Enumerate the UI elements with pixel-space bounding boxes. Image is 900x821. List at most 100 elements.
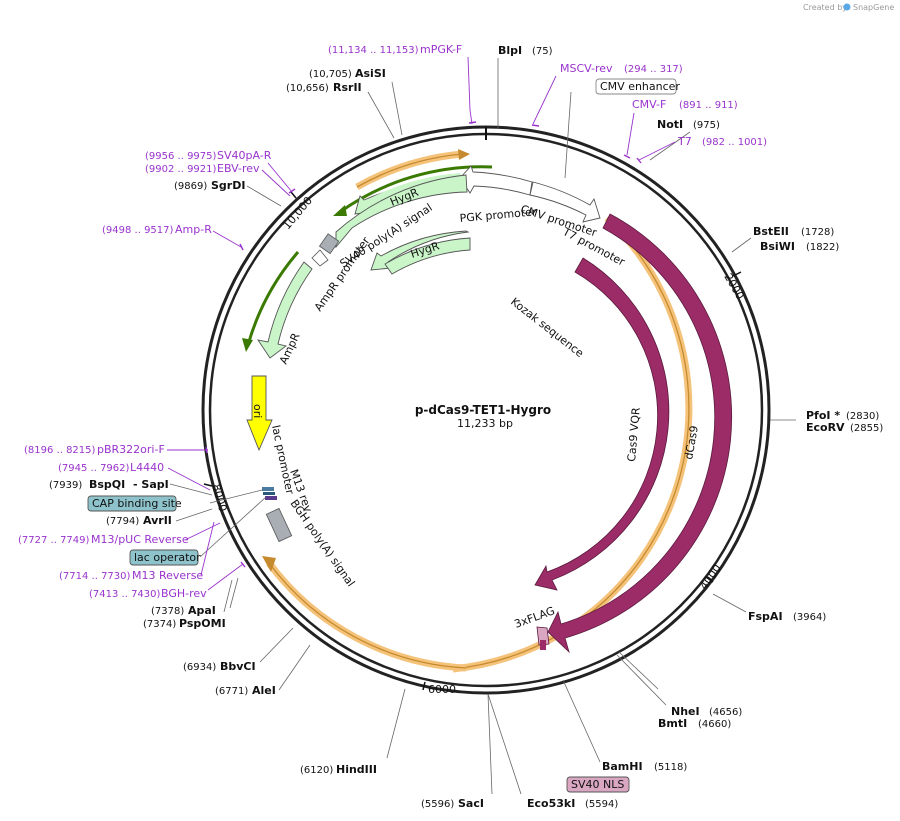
hygr-inner-arrow[interactable] bbox=[370, 230, 470, 271]
svg-text:(891 .. 911): (891 .. 911) bbox=[679, 100, 738, 111]
site-alei[interactable]: AleI bbox=[252, 684, 276, 697]
site-fspai[interactable]: FspAI bbox=[748, 610, 783, 623]
site-hindiii[interactable]: HindIII bbox=[336, 763, 377, 776]
svg-text:(5596): (5596) bbox=[421, 799, 454, 810]
site-saci[interactable]: SacI bbox=[458, 797, 484, 810]
tick-4000: 4000 bbox=[697, 562, 724, 592]
pgk-promoter-arrow[interactable] bbox=[459, 165, 533, 196]
orf-arc-cas9-line bbox=[452, 217, 690, 670]
svg-text:CMV enhancer: CMV enhancer bbox=[600, 80, 680, 93]
svg-text:(3964): (3964) bbox=[793, 612, 826, 623]
svg-text:(9498 .. 9517): (9498 .. 9517) bbox=[102, 225, 174, 236]
site-nhei[interactable]: NheI bbox=[671, 705, 700, 718]
ori-arrow[interactable] bbox=[246, 375, 273, 452]
svg-text:(6120): (6120) bbox=[300, 765, 333, 776]
tick-8000: 8000 bbox=[210, 483, 230, 513]
svg-text:(9902 .. 9921): (9902 .. 9921) bbox=[145, 164, 217, 175]
primer-mpgk-f[interactable]: mPGK-F bbox=[420, 43, 462, 56]
svg-text:(7794): (7794) bbox=[106, 516, 139, 527]
dcas9-arrow[interactable] bbox=[547, 213, 733, 654]
site-rsrii[interactable]: RsrII bbox=[333, 81, 362, 94]
site-pspomi[interactable]: PspOMI bbox=[179, 617, 226, 630]
site-noti[interactable]: NotI bbox=[657, 118, 683, 131]
primer-m13-reverse[interactable]: M13 Reverse bbox=[132, 569, 203, 582]
site-bspqi[interactable]: BspQI bbox=[89, 478, 125, 491]
site-eco53ki[interactable]: Eco53kI bbox=[527, 797, 575, 810]
primer-sv40pa-r[interactable]: SV40pA-R bbox=[217, 149, 272, 162]
svg-text:(6934): (6934) bbox=[183, 662, 216, 673]
bgh-polya-box[interactable] bbox=[265, 507, 293, 543]
svg-text:(7374): (7374) bbox=[143, 619, 176, 630]
site-bsteii[interactable]: BstEII bbox=[753, 225, 789, 238]
primer-pbr322ori-f[interactable]: pBR322ori-F bbox=[97, 443, 165, 456]
ampr-promoter-arrow[interactable] bbox=[311, 249, 329, 267]
credit-brand: SnapGene bbox=[853, 3, 894, 12]
site-bbvci[interactable]: BbvCI bbox=[220, 660, 256, 673]
label-kozak: Kozak sequence bbox=[508, 295, 586, 360]
orf-arc-lower bbox=[266, 560, 467, 672]
sv40-polya-box[interactable] bbox=[318, 233, 340, 255]
site-ecorv[interactable]: EcoRV bbox=[806, 421, 845, 434]
svg-text:(7945 .. 7962): (7945 .. 7962) bbox=[58, 463, 130, 474]
sv40-nls-mark bbox=[540, 640, 546, 650]
box-cap-site[interactable] bbox=[87, 495, 177, 512]
svg-text:(1822): (1822) bbox=[806, 242, 839, 253]
cmv-promoter-arrow[interactable] bbox=[529, 181, 601, 223]
site-sgrdi[interactable]: SgrDI bbox=[211, 179, 245, 192]
box-cmv-enhancer[interactable] bbox=[595, 78, 677, 95]
svg-text:(7413 .. 7430): (7413 .. 7430) bbox=[89, 589, 161, 600]
label-bgh-polya: BGH poly(A) signal bbox=[288, 497, 358, 589]
primer-m13-puc-reverse[interactable]: M13/pUC Reverse bbox=[91, 533, 189, 546]
svg-text:(1728): (1728) bbox=[801, 227, 834, 238]
tick-2000: 2000 bbox=[721, 271, 746, 302]
primer-bgh-rev[interactable]: BGH-rev bbox=[161, 587, 207, 600]
label-flag: 3xFLAG bbox=[513, 604, 557, 631]
svg-text:(9869): (9869) bbox=[174, 181, 207, 192]
orf-ampr-line bbox=[246, 251, 300, 346]
orf-top-arrowhead bbox=[458, 149, 470, 160]
site-bamhi[interactable]: BamHI bbox=[602, 760, 643, 773]
box-sv40-nls[interactable] bbox=[566, 776, 630, 793]
plasmid-size: 11,233 bp bbox=[457, 417, 513, 430]
svg-text:lac operator: lac operator bbox=[134, 551, 201, 564]
primer-amp-r[interactable]: Amp-R bbox=[175, 223, 212, 236]
svg-text:(2830): (2830) bbox=[846, 411, 879, 422]
svg-text:(7727 .. 7749): (7727 .. 7749) bbox=[18, 535, 90, 546]
lac-promoter-mark bbox=[262, 487, 274, 491]
primer-mscv-rev[interactable]: MSCV-rev bbox=[560, 62, 613, 75]
site-sapi[interactable]: - SapI bbox=[133, 478, 169, 491]
svg-text:SV40 NLS: SV40 NLS bbox=[571, 778, 624, 791]
svg-text:(75): (75) bbox=[532, 46, 553, 57]
label-cas9-vqr: Cas9 VQR bbox=[625, 407, 643, 463]
ampr-arrow[interactable] bbox=[257, 261, 313, 359]
svg-text:(5594): (5594) bbox=[585, 799, 618, 810]
label-dcas9: dCas9 bbox=[682, 425, 701, 461]
site-bmti[interactable]: BmtI bbox=[658, 717, 687, 730]
svg-text:(7939): (7939) bbox=[49, 480, 82, 491]
site-avrii[interactable]: AvrII bbox=[143, 514, 172, 527]
orf-lower-arrowhead bbox=[262, 556, 276, 572]
tick-6000: 6000 bbox=[428, 683, 456, 696]
cas9-vqr-arrow[interactable] bbox=[534, 257, 670, 591]
credit-prefix: Created by bbox=[803, 3, 847, 12]
site-pfoi[interactable]: PfoI * bbox=[806, 409, 840, 422]
svg-text:(7378): (7378) bbox=[151, 606, 184, 617]
site-asisi[interactable]: AsiSI bbox=[355, 67, 386, 80]
site-bsiwi[interactable]: BsiWI bbox=[760, 240, 795, 253]
svg-text:(11,134 .. 11,153): (11,134 .. 11,153) bbox=[328, 45, 419, 56]
svg-text:(294 .. 317): (294 .. 317) bbox=[624, 64, 683, 75]
svg-text:(7714 .. 7730): (7714 .. 7730) bbox=[59, 571, 131, 582]
label-ori: ori bbox=[251, 404, 264, 418]
svg-text:(9956 .. 9975): (9956 .. 9975) bbox=[145, 151, 217, 162]
primer-l4440[interactable]: L4440 bbox=[130, 461, 164, 474]
primer-ebv-rev[interactable]: EBV-rev bbox=[217, 162, 260, 175]
snapgene-logo-icon bbox=[843, 3, 851, 11]
m13-rev-mark bbox=[265, 496, 277, 500]
svg-text:(4656): (4656) bbox=[709, 707, 742, 718]
box-lac-operator[interactable] bbox=[129, 549, 199, 566]
site-blpi[interactable]: BlpI bbox=[498, 44, 522, 57]
svg-text:(10,656): (10,656) bbox=[286, 83, 329, 94]
primer-cmv-f[interactable]: CMV-F bbox=[632, 98, 666, 111]
primer-t7[interactable]: T7 bbox=[677, 135, 692, 148]
site-apai[interactable]: ApaI bbox=[188, 604, 216, 617]
